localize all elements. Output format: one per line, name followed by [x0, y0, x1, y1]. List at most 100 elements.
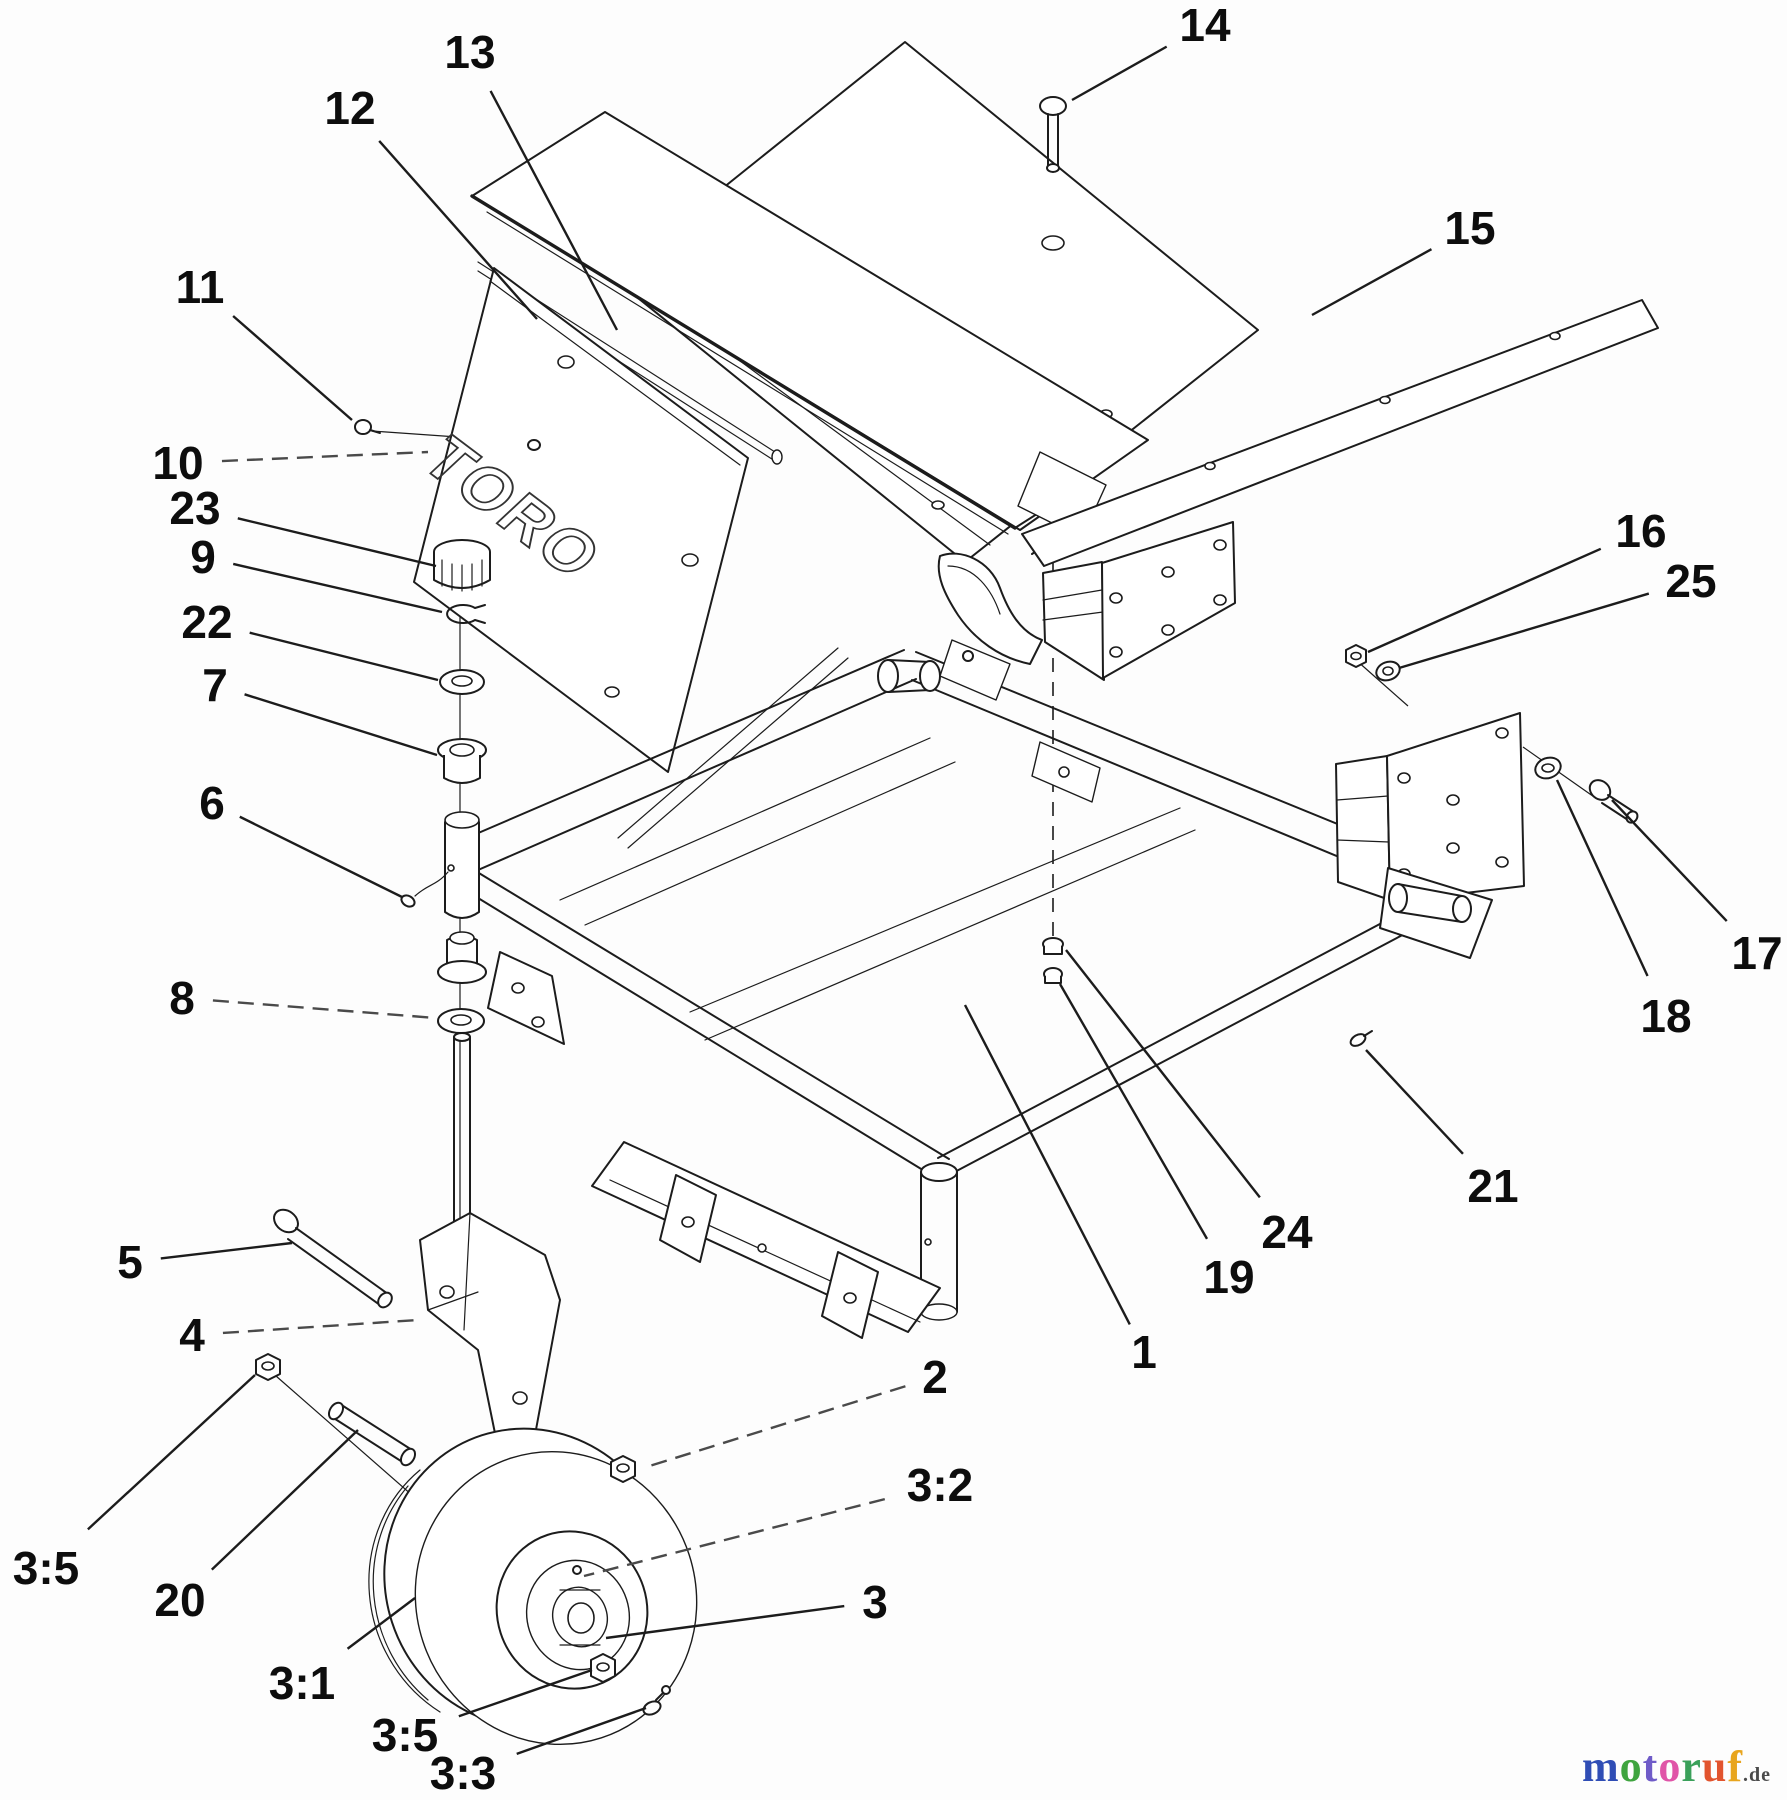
callout-1: 1: [963, 1004, 1157, 1378]
callout-number-3:1: 3:1: [269, 1657, 335, 1709]
leader-line-14: [1071, 45, 1168, 102]
callout-number-10: 10: [152, 437, 203, 489]
leader-line-3:2: [583, 1497, 886, 1578]
callout-7: 7: [202, 659, 438, 757]
callout-number-20: 20: [154, 1574, 205, 1626]
callout-2: 2: [642, 1351, 948, 1470]
stem-nut: [610, 1455, 636, 1483]
watermark-letter: m: [1582, 1742, 1620, 1791]
callout-number-3:3: 3:3: [430, 1747, 496, 1799]
callout-17: 17: [1611, 799, 1783, 979]
callout-22: 22: [181, 596, 439, 682]
callout-number-19: 19: [1203, 1251, 1254, 1303]
leader-line-22: [249, 631, 439, 682]
frame-nuts: [1042, 937, 1064, 984]
callout-number-3: 3: [862, 1576, 888, 1628]
watermark-letter: r: [1681, 1742, 1702, 1791]
leader-line-3:3: [516, 1706, 647, 1756]
callout-number-3:2: 3:2: [907, 1459, 973, 1511]
grease-zerk: [642, 1685, 671, 1716]
watermark-letter: t: [1642, 1742, 1659, 1791]
callout-3:5: 3:5: [372, 1668, 593, 1761]
panel-screws: [354, 419, 541, 451]
leader-line-25: [1398, 592, 1650, 670]
callout-3:3: 3:3: [430, 1706, 647, 1799]
callout-13: 13: [444, 26, 619, 331]
callout-number-14: 14: [1179, 0, 1231, 51]
callout-number-5: 5: [117, 1236, 143, 1288]
callout-3:2: 3:2: [583, 1459, 973, 1578]
leader-line-1: [963, 1004, 1131, 1325]
callout-23: 23: [169, 482, 437, 568]
callout-3:1: 3:1: [269, 1597, 416, 1709]
wheel-spacer: [327, 1401, 417, 1467]
leader-line-3:5: [87, 1374, 256, 1531]
leader-line-17: [1611, 799, 1728, 922]
leader-line-3: [605, 1604, 845, 1640]
frame-pivot-tube: [444, 811, 480, 919]
callout-3:5: 3:5: [13, 1374, 256, 1594]
bolt-17: [1588, 779, 1639, 824]
leader-line-16: [1367, 547, 1602, 654]
callout-19: 19: [1058, 983, 1255, 1303]
latch-assembly: [877, 552, 1173, 701]
callout-21: 21: [1365, 1049, 1519, 1212]
callout-number-8: 8: [169, 972, 195, 1024]
callout-24: 24: [1065, 949, 1313, 1258]
stem-washer-lower: [437, 1008, 485, 1034]
callout-number-2: 2: [922, 1351, 948, 1403]
leader-line-4: [222, 1318, 419, 1335]
washer-18: [1534, 756, 1562, 780]
bolt17-axis-line: [1522, 746, 1598, 800]
rear-corner-bracket: [1379, 867, 1493, 959]
caster-fork: [419, 1032, 561, 1449]
cover-bolt: [1039, 96, 1067, 173]
leader-line-23: [237, 517, 437, 568]
callout-layer: 14131215111023922768543:5203:13:53:323:2…: [13, 0, 1783, 1799]
caster-stem-stack: [400, 539, 491, 1034]
leader-line-15: [1311, 248, 1433, 317]
axle-nut-lower: [590, 1653, 616, 1683]
leader-line-8: [212, 999, 437, 1020]
callout-number-1: 1: [1131, 1326, 1157, 1378]
hood-side-flange: [1021, 299, 1659, 567]
watermark-letter: o: [1619, 1742, 1643, 1791]
screw-21: [1349, 1030, 1373, 1047]
callout-18: 18: [1555, 779, 1692, 1042]
callout-number-18: 18: [1640, 990, 1691, 1042]
callout-5: 5: [117, 1236, 293, 1288]
main-frame: [446, 647, 1464, 1339]
leader-line-12: [378, 140, 538, 320]
callout-number-11: 11: [176, 261, 225, 313]
engine-mount-plate-right: [1335, 712, 1525, 903]
nut16-axis-line: [1355, 659, 1409, 707]
leader-line-3:5: [458, 1668, 593, 1718]
callout-4: 4: [179, 1309, 419, 1361]
leader-line-9: [232, 562, 443, 614]
callout-number-16: 16: [1615, 505, 1666, 557]
callout-number-6: 6: [199, 777, 225, 829]
leader-line-7: [244, 693, 438, 757]
callout-number-23: 23: [169, 482, 220, 534]
callout-8: 8: [169, 972, 437, 1024]
callout-number-21: 21: [1467, 1160, 1518, 1212]
bottom-channel-bracket: [591, 1141, 941, 1339]
stem-cap: [433, 539, 491, 592]
callout-15: 15: [1311, 202, 1496, 317]
callout-20: 20: [154, 1429, 359, 1626]
leader-line-2: [642, 1385, 906, 1470]
callout-number-7: 7: [202, 659, 228, 711]
callout-14: 14: [1071, 0, 1231, 102]
leader-line-19: [1058, 983, 1209, 1240]
callout-25: 25: [1398, 555, 1717, 670]
callout-number-13: 13: [444, 26, 495, 78]
leader-line-13: [489, 90, 619, 331]
leader-line-3:1: [346, 1597, 416, 1650]
watermark-letter: f: [1727, 1742, 1743, 1791]
frame-gusset-left: [487, 951, 565, 1045]
leader-line-10: [221, 450, 429, 463]
axle-nut-upper: [255, 1353, 281, 1381]
e-ring: [446, 604, 486, 624]
watermark-letter: u: [1701, 1742, 1728, 1791]
